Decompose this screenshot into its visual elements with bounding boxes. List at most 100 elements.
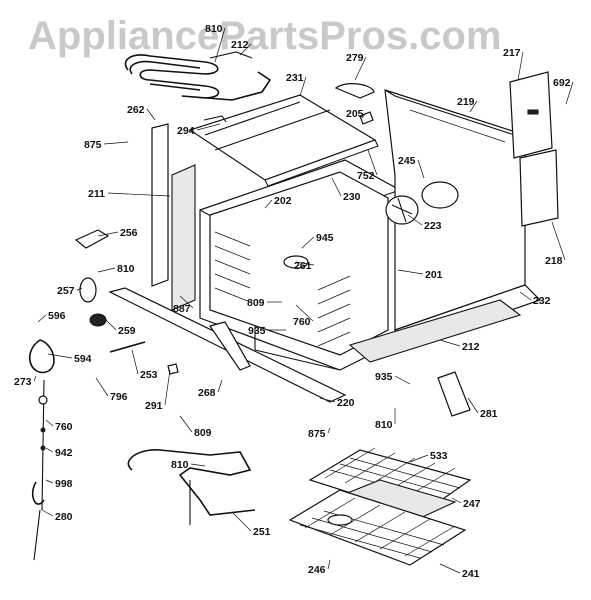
leader-line-760 (295, 304, 314, 322)
oven-racks (288, 447, 472, 566)
leader-line-230 (331, 177, 342, 197)
part-label-279: 279 (346, 52, 364, 64)
oven-top-panel (188, 94, 379, 187)
leader-line-245 (417, 159, 425, 179)
leader-line-692 (565, 81, 574, 105)
oven-liner (199, 159, 401, 371)
leader-line-261 (295, 261, 315, 266)
bake-element (127, 449, 256, 525)
part-label-257: 257 (57, 285, 75, 297)
part-label-230: 230 (343, 191, 361, 203)
part-label-810: 810 (117, 263, 135, 275)
leader-line-205 (361, 112, 367, 119)
leader-line-809 (179, 415, 193, 433)
part-label-223: 223 (424, 220, 442, 232)
leader-line-935 (394, 375, 411, 385)
leader-line-810 (214, 27, 226, 63)
part-label-291: 291 (145, 400, 163, 412)
part-label-202: 202 (274, 195, 292, 207)
leader-line-217 (517, 51, 524, 81)
part-label-280: 280 (55, 511, 73, 523)
misc-small-parts (109, 83, 375, 375)
part-label-998: 998 (55, 478, 73, 490)
part-label-212: 212 (462, 341, 480, 353)
leader-line-998 (45, 479, 54, 484)
part-label-247: 247 (463, 498, 481, 510)
part-label-809: 809 (194, 427, 212, 439)
leader-line-231 (299, 76, 307, 97)
part-label-796: 796 (110, 391, 128, 403)
leader-line-752 (367, 149, 378, 176)
leader-line-596 (37, 314, 47, 323)
leader-line-273 (33, 375, 37, 382)
part-label-268: 268 (198, 387, 216, 399)
leader-line-246 (327, 559, 331, 570)
part-label-875: 875 (308, 428, 326, 440)
part-label-942: 942 (55, 447, 73, 459)
part-label-281: 281 (480, 408, 498, 420)
part-label-752: 752 (357, 170, 375, 182)
part-label-810: 810 (205, 23, 223, 35)
part-label-201: 201 (425, 269, 443, 281)
leader-line-875 (103, 141, 129, 145)
leader-line-223 (407, 214, 423, 226)
leader-line-280 (41, 509, 54, 517)
leader-line-594 (47, 353, 73, 359)
leader-line-256 (97, 231, 119, 237)
leader-line-247 (451, 497, 462, 504)
part-label-692: 692 (553, 77, 571, 89)
part-label-246: 246 (308, 564, 326, 576)
part-label-760: 760 (55, 421, 73, 433)
part-label-809: 809 (247, 297, 265, 309)
watermark: AppliancePartsPros.com (28, 14, 502, 58)
part-label-217: 217 (503, 47, 521, 59)
leader-line-262 (146, 108, 156, 121)
part-label-259: 259 (118, 325, 136, 337)
leader-line-211 (107, 192, 171, 197)
part-label-220: 220 (337, 397, 355, 409)
part-label-232: 232 (533, 295, 551, 307)
leader-line-279 (354, 56, 367, 81)
leader-line-810 (97, 267, 116, 273)
part-label-760: 760 (293, 316, 311, 328)
leader-line-875 (327, 427, 331, 434)
leader-line-294 (196, 123, 221, 131)
leader-line-212 (239, 43, 252, 56)
leader-line-887 (179, 295, 194, 309)
part-label-294: 294 (177, 125, 195, 137)
leader-line-942 (45, 447, 54, 453)
part-label-219: 219 (457, 96, 475, 108)
leader-line-220 (319, 397, 336, 403)
leader-line-810 (190, 463, 206, 467)
leader-line-268 (217, 379, 223, 393)
broil-element (124, 51, 272, 101)
leader-line-212 (439, 339, 461, 347)
part-label-810: 810 (375, 419, 393, 431)
part-label-253: 253 (140, 369, 158, 381)
leader-line-241 (439, 563, 461, 574)
leader-line-533 (409, 454, 429, 463)
front-frame-strip (108, 287, 347, 403)
bottom-drawer-panel (348, 299, 522, 363)
part-label-810: 810 (171, 459, 189, 471)
control-housing (509, 71, 559, 227)
part-label-212: 212 (231, 39, 249, 51)
part-label-594: 594 (74, 353, 92, 365)
part-label-205: 205 (346, 108, 364, 120)
part-label-261: 261 (294, 260, 312, 272)
part-label-211: 211 (88, 188, 105, 200)
part-label-262: 262 (127, 104, 145, 116)
part-label-245: 245 (398, 155, 416, 167)
part-label-596: 596 (48, 310, 66, 322)
convection-fan (385, 181, 459, 225)
part-label-945: 945 (316, 232, 334, 244)
part-label-251: 251 (253, 526, 271, 538)
leader-line-257 (76, 287, 83, 291)
part-label-887: 887 (173, 303, 191, 315)
leader-line-251 (231, 511, 252, 532)
leader-line-202 (264, 199, 273, 209)
leader-line-291 (164, 369, 171, 406)
part-label-935: 935 (375, 371, 393, 383)
